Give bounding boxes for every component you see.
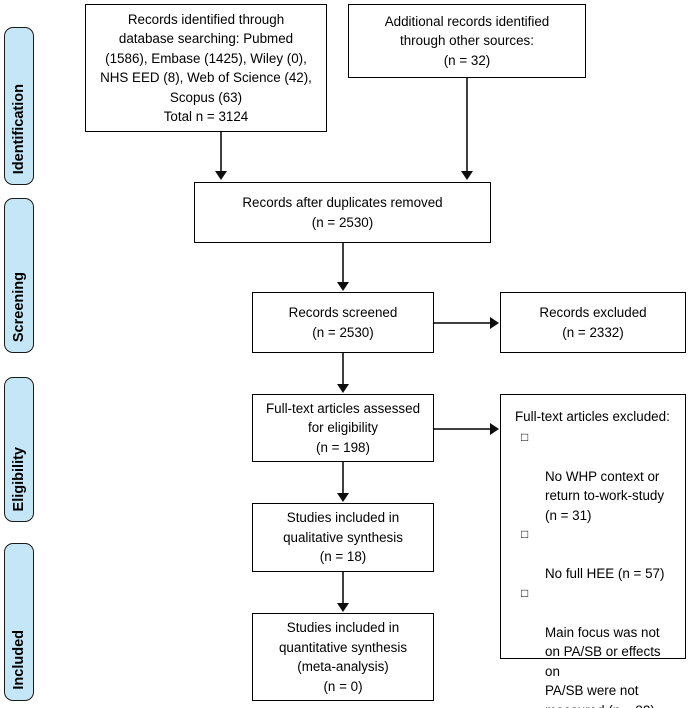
stage-tab-included: Included bbox=[4, 543, 34, 701]
connector-screened-to-excluded bbox=[434, 322, 492, 324]
box-records-identified-database-text: Records identified through database sear… bbox=[100, 11, 312, 125]
box-additional-records-other-sources: Additional records identified through ot… bbox=[348, 4, 586, 78]
arrowhead-duplicates-to-screened bbox=[337, 282, 349, 291]
box-records-excluded-text: Records excluded (n = 2332) bbox=[539, 305, 647, 340]
square-bullet-icon: □ bbox=[521, 527, 529, 541]
list-item-label: No WHP context or return to-work-study (… bbox=[545, 468, 665, 523]
connector-database-to-duplicates bbox=[220, 131, 222, 173]
square-bullet-icon: □ bbox=[521, 585, 529, 600]
stage-tab-included-label: Included bbox=[11, 630, 27, 690]
connector-qualitative-to-quantitative bbox=[342, 572, 344, 605]
connector-other-sources-to-duplicates bbox=[466, 77, 468, 173]
stage-tab-eligibility-label: Eligibility bbox=[11, 446, 27, 511]
arrowhead-screened-to-fulltext bbox=[337, 384, 349, 393]
exclusions-title: Full-text articles excluded: bbox=[515, 409, 670, 424]
stage-tab-identification: Identification bbox=[4, 27, 34, 185]
connector-fulltext-to-qualitative bbox=[342, 462, 344, 495]
arrowhead-fulltext-to-exclusions bbox=[490, 423, 499, 435]
list-item-label: Main focus was not on PA/SB or effects o… bbox=[545, 624, 661, 708]
arrowhead-database-to-duplicates bbox=[215, 171, 227, 180]
connector-duplicates-to-screened bbox=[342, 242, 344, 284]
list-item: □ No WHP context or return to-work-study… bbox=[515, 428, 677, 526]
box-studies-qualitative-synthesis-text: Studies included in qualitative synthesi… bbox=[283, 510, 403, 565]
arrowhead-fulltext-to-qualitative bbox=[337, 493, 349, 502]
stage-tab-eligibility: Eligibility bbox=[4, 377, 34, 522]
box-records-after-duplicates-removed: Records after duplicates removed (n = 25… bbox=[194, 182, 491, 243]
list-item: □ No full HEE (n = 57) bbox=[515, 525, 677, 584]
connector-fulltext-to-exclusions bbox=[434, 428, 492, 430]
box-records-excluded: Records excluded (n = 2332) bbox=[500, 292, 686, 353]
box-fulltext-articles-assessed: Full-text articles assessed for eligibil… bbox=[252, 394, 434, 462]
box-fulltext-articles-excluded: Full-text articles excluded: □ No WHP co… bbox=[500, 394, 686, 708]
box-records-screened: Records screened (n = 2530) bbox=[252, 292, 434, 353]
box-studies-qualitative-synthesis: Studies included in qualitative synthesi… bbox=[252, 503, 434, 572]
stage-tab-identification-label: Identification bbox=[11, 83, 27, 174]
connector-screened-to-fulltext bbox=[342, 353, 344, 386]
box-records-identified-database: Records identified through database sear… bbox=[85, 4, 327, 132]
box-additional-records-other-sources-text: Additional records identified through ot… bbox=[384, 13, 550, 68]
stage-tab-screening-label: Screening bbox=[11, 271, 27, 342]
box-records-screened-text: Records screened (n = 2530) bbox=[288, 305, 398, 340]
stage-tab-screening: Screening bbox=[4, 198, 34, 353]
box-studies-quantitative-synthesis: Studies included in quantitative synthes… bbox=[252, 613, 434, 701]
exclusions-list: □ No WHP context or return to-work-study… bbox=[515, 428, 677, 708]
list-item: □ Main focus was not on PA/SB or effects… bbox=[515, 584, 677, 708]
list-item-label: No full HEE (n = 57) bbox=[545, 566, 665, 581]
arrowhead-qualitative-to-quantitative bbox=[337, 603, 349, 612]
square-bullet-icon: □ bbox=[521, 429, 529, 444]
box-studies-quantitative-synthesis-text: Studies included in quantitative synthes… bbox=[278, 620, 408, 694]
box-records-after-duplicates-removed-text: Records after duplicates removed (n = 25… bbox=[242, 195, 443, 230]
arrowhead-other-sources-to-duplicates bbox=[461, 171, 473, 180]
box-fulltext-articles-assessed-text: Full-text articles assessed for eligibil… bbox=[265, 400, 421, 455]
arrowhead-screened-to-excluded bbox=[490, 317, 499, 329]
